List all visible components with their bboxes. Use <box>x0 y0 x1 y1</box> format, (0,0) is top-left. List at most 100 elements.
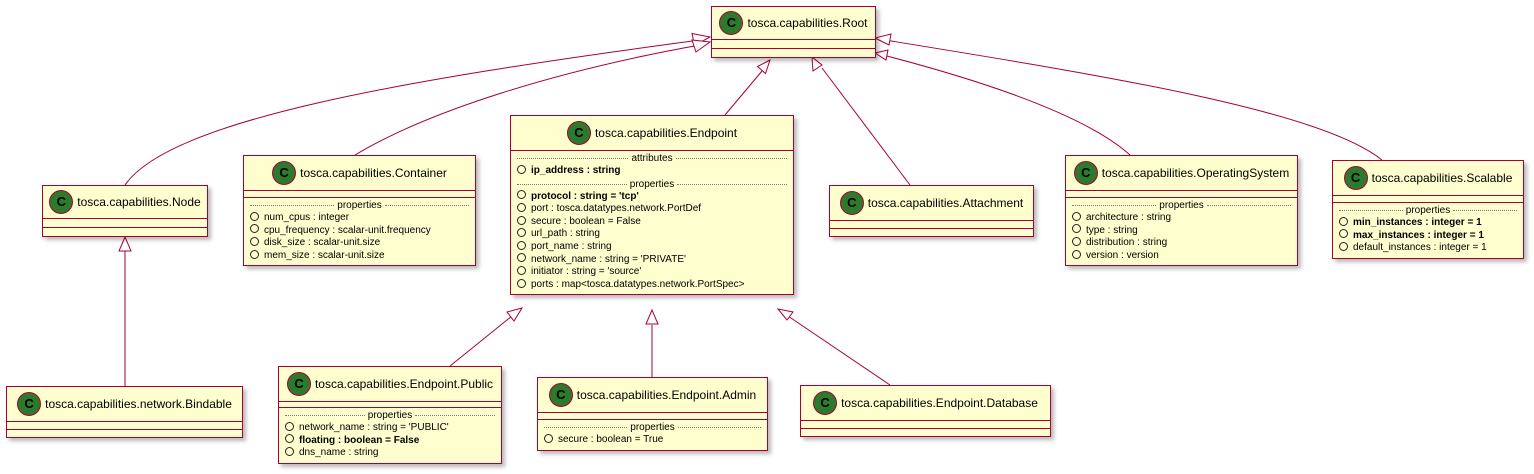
arrowhead-endpoint-root <box>756 58 771 75</box>
public-visibility-icon <box>1072 249 1081 259</box>
class-endpoint[interactable]: C tosca.capabilities.Endpoint attributes… <box>510 115 794 296</box>
property-row: default_instances : integer = 1 <box>1339 242 1517 255</box>
class-name: tosca.capabilities.Root <box>747 16 868 30</box>
class-attachment[interactable]: C tosca.capabilities.Attachment <box>829 185 1034 237</box>
arrowhead-container-root <box>691 39 712 53</box>
class-icon: C <box>719 11 744 35</box>
edge-container-root <box>354 44 701 156</box>
class-icon: C <box>272 161 297 185</box>
property-row: port : tosca.datatypes.network.PortDef <box>517 203 787 216</box>
public-visibility-icon <box>1339 216 1348 226</box>
public-visibility-icon <box>250 211 259 221</box>
class-icon: C <box>1073 161 1098 185</box>
public-visibility-icon <box>1072 224 1081 234</box>
properties-separator: properties <box>1339 205 1517 216</box>
public-visibility-icon <box>1339 242 1348 252</box>
public-visibility-icon <box>517 203 526 213</box>
class-name: tosca.capabilities.Attachment <box>867 196 1024 210</box>
properties-separator: properties <box>1072 200 1291 211</box>
property-row: disk_size : scalar-unit.size <box>250 237 469 250</box>
public-visibility-icon <box>517 228 526 238</box>
property-row: max_instances : integer = 1 <box>1339 229 1517 243</box>
properties-separator: properties <box>250 200 469 211</box>
arrowhead-attachment-root <box>811 55 823 72</box>
public-visibility-icon <box>250 237 259 247</box>
property-row: dns_name : string <box>285 447 495 460</box>
edge-attachment-root <box>821 67 911 186</box>
public-visibility-icon <box>285 421 294 431</box>
class-operating-system[interactable]: C tosca.capabilities.OperatingSystem pro… <box>1065 155 1298 267</box>
public-visibility-icon <box>517 278 526 288</box>
class-scalable[interactable]: C tosca.capabilities.Scalable properties… <box>1332 160 1524 259</box>
property-row: ports : map<tosca.datatypes.network.Port… <box>517 278 787 292</box>
public-visibility-icon <box>517 240 526 250</box>
class-icon: C <box>566 121 591 145</box>
property-row: port_name : string <box>517 240 787 254</box>
arrowhead-database-endpoint <box>776 308 794 321</box>
public-visibility-icon <box>285 434 294 444</box>
class-icon: C <box>548 383 573 407</box>
edge-public-endpoint <box>449 315 513 367</box>
property-row: distribution : string <box>1072 237 1291 250</box>
property-row: version : version <box>1072 249 1291 263</box>
class-name: tosca.capabilities.Endpoint.Admin <box>576 388 757 402</box>
class-endpoint-admin[interactable]: C tosca.capabilities.Endpoint.Admin prop… <box>537 377 768 451</box>
public-visibility-icon <box>517 190 526 200</box>
property-row: secure : boolean = False <box>517 215 787 229</box>
property-row: network_name : string = 'PUBLIC' <box>285 421 495 435</box>
arrowhead-public-endpoint <box>506 307 524 322</box>
class-name: tosca.capabilities.Container <box>300 166 447 180</box>
property-row: url_path : string <box>517 228 787 241</box>
public-visibility-icon <box>250 224 259 234</box>
property-row: floating : boolean = False <box>285 434 495 448</box>
attributes-separator: attributes <box>517 153 787 164</box>
class-icon: C <box>839 191 864 215</box>
edge-database-endpoint <box>787 315 891 386</box>
class-icon: C <box>1343 166 1368 190</box>
property-row: mem_size : scalar-unit.size <box>250 249 469 263</box>
edge-node-root <box>124 39 701 186</box>
class-name: tosca.capabilities.Endpoint.Public <box>314 377 494 391</box>
property-row: cpu_frequency : scalar-unit.frequency <box>250 224 469 238</box>
class-container[interactable]: C tosca.capabilities.Container propertie… <box>243 155 476 267</box>
edge-endpoint-root <box>724 70 763 116</box>
class-name: tosca.capabilities.Scalable <box>1371 171 1513 185</box>
class-endpoint-database[interactable]: C tosca.capabilities.Endpoint.Database <box>800 385 1051 437</box>
class-name: tosca.capabilities.network.Bindable <box>45 397 232 411</box>
class-name: tosca.capabilities.Endpoint <box>594 126 738 140</box>
class-bindable[interactable]: C tosca.capabilities.network.Bindable <box>6 386 243 438</box>
class-icon: C <box>49 190 74 214</box>
arrowhead-bindable-node <box>118 235 132 252</box>
class-name: tosca.capabilities.OperatingSystem <box>1101 166 1290 180</box>
arrowhead-admin-endpoint <box>645 308 659 325</box>
public-visibility-icon <box>1072 211 1081 221</box>
property-row: network_name : string = 'PRIVATE' <box>517 253 787 267</box>
public-visibility-icon <box>1339 229 1348 239</box>
properties-separator: properties <box>285 410 495 421</box>
class-node[interactable]: C tosca.capabilities.Node <box>42 185 208 237</box>
edge-scalable-root <box>884 39 1383 161</box>
class-icon: C <box>813 391 838 415</box>
public-visibility-icon <box>517 164 526 174</box>
property-row: type : string <box>1072 224 1291 238</box>
property-row: secure : boolean = True <box>544 433 761 447</box>
class-icon: C <box>17 392 42 416</box>
class-icon: C <box>286 372 311 396</box>
public-visibility-icon <box>517 215 526 225</box>
property-row: num_cpus : integer <box>250 211 469 225</box>
public-visibility-icon <box>544 433 553 443</box>
property-row: min_instances : integer = 1 <box>1339 216 1517 230</box>
property-row: initiator : string = 'source' <box>517 266 787 279</box>
class-endpoint-public[interactable]: C tosca.capabilities.Endpoint.Public pro… <box>278 366 502 464</box>
public-visibility-icon <box>285 447 294 457</box>
property-row: protocol : string = 'tcp' <box>517 190 787 204</box>
class-root[interactable]: C tosca.capabilities.Root <box>711 6 876 58</box>
class-name: tosca.capabilities.Node <box>77 195 201 209</box>
arrowhead-scalable-root <box>873 33 892 46</box>
properties-separator: properties <box>517 179 787 190</box>
public-visibility-icon <box>250 249 259 259</box>
property-row: architecture : string <box>1072 211 1291 225</box>
properties-separator: properties <box>544 422 761 433</box>
arrowhead-os-root <box>873 49 889 61</box>
